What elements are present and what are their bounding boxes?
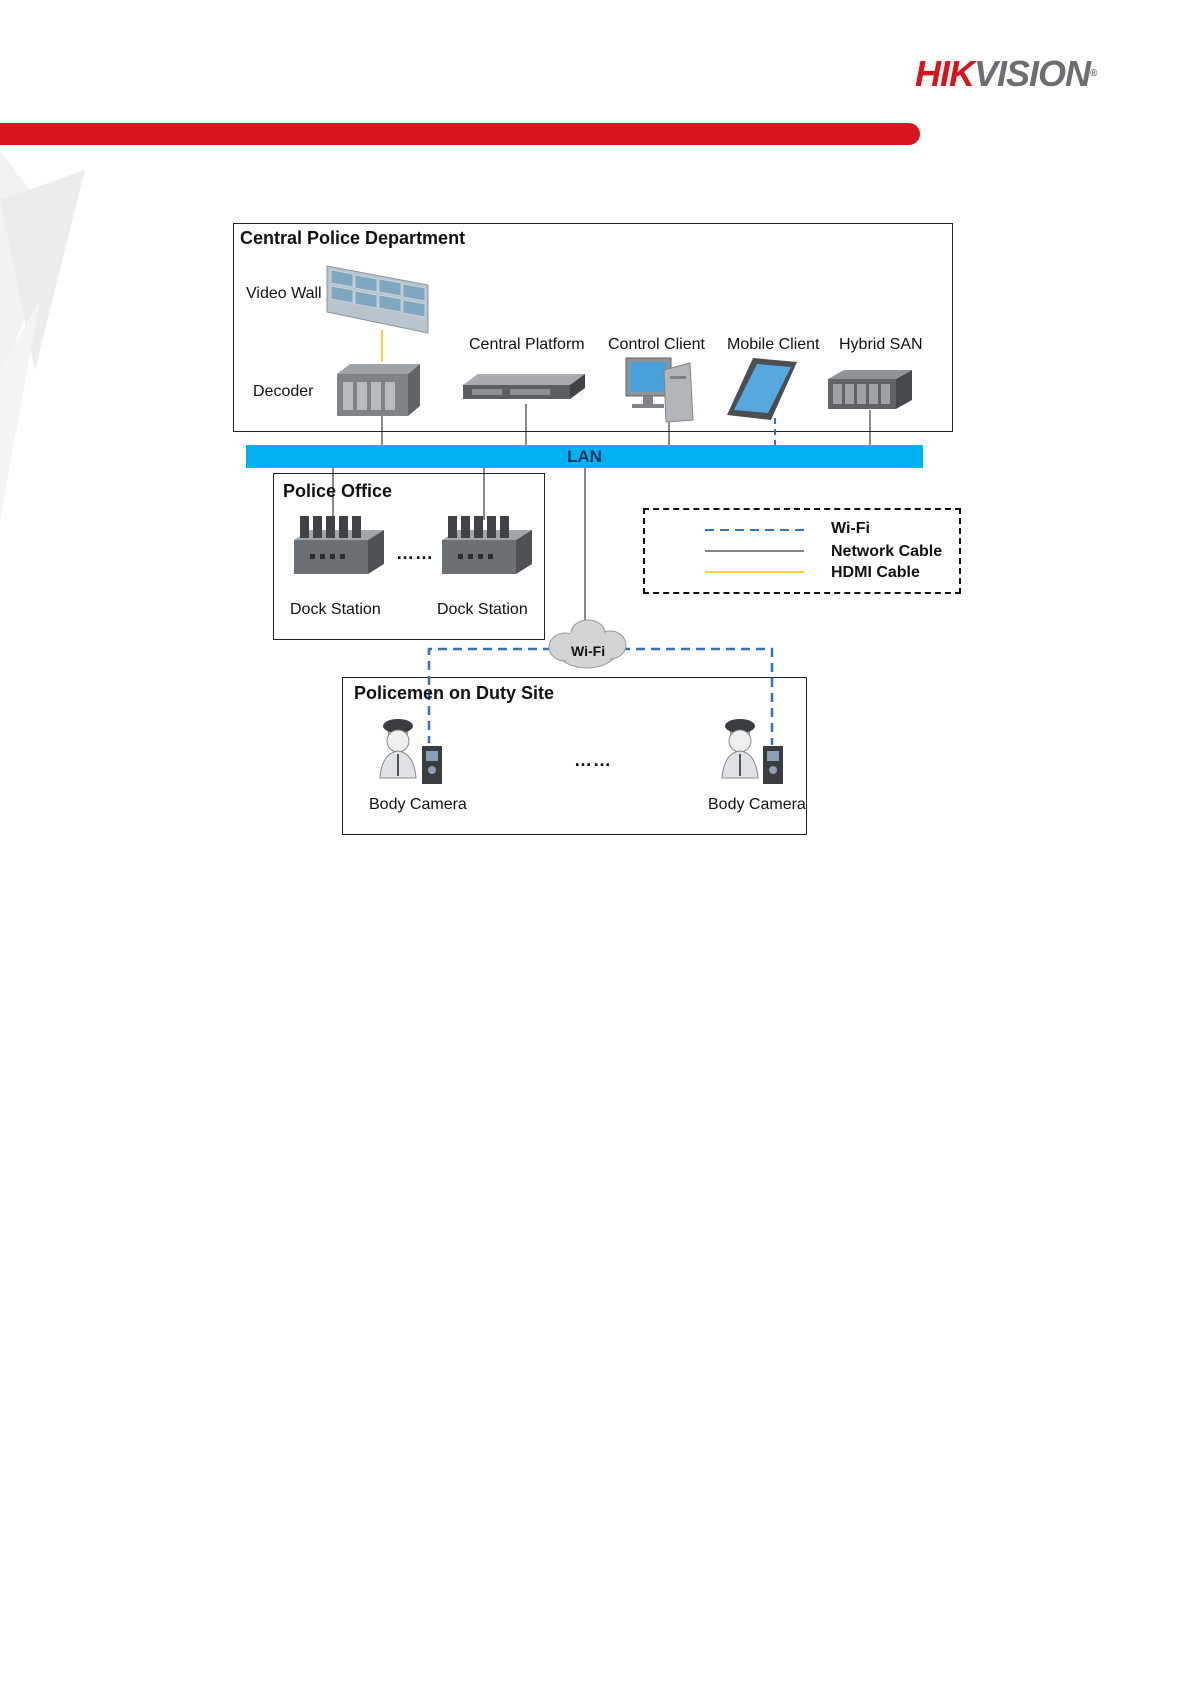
background-decoration bbox=[0, 150, 85, 520]
body-camera-label-1: Body Camera bbox=[369, 796, 467, 813]
logo-registered-mark: ® bbox=[1090, 68, 1097, 79]
wifi-cloud-label: Wi-Fi bbox=[571, 643, 606, 659]
policeman-body-camera-icon bbox=[721, 719, 783, 784]
body-camera-label-2: Body Camera bbox=[708, 796, 806, 813]
dock-station-icon bbox=[294, 516, 384, 574]
dock-station-icon bbox=[442, 516, 532, 574]
video-wall-label: Video Wall bbox=[246, 285, 322, 302]
control-client-icon bbox=[625, 357, 694, 423]
logo-red-text: HIK bbox=[915, 53, 975, 94]
dock-station-label-2: Dock Station bbox=[437, 601, 528, 618]
dock-ellipsis: …… bbox=[396, 543, 434, 563]
header-red-bar bbox=[0, 123, 920, 145]
hybrid-san-label: Hybrid SAN bbox=[839, 336, 923, 353]
legend-box bbox=[643, 508, 961, 594]
video-wall-icon bbox=[326, 265, 429, 334]
logo-gray-text: VISION bbox=[974, 53, 1091, 94]
wifi-link-right bbox=[621, 647, 774, 745]
policeman-body-camera-icon bbox=[379, 719, 442, 784]
duty-site-title: Policemen on Duty Site bbox=[354, 683, 555, 703]
mobile-client-label: Mobile Client bbox=[727, 336, 820, 353]
decoder-label: Decoder bbox=[253, 383, 314, 400]
duty-site-box bbox=[342, 677, 807, 835]
central-platform-label: Central Platform bbox=[469, 336, 585, 353]
camera-ellipsis: …… bbox=[574, 750, 612, 770]
legend-wifi-label: Wi-Fi bbox=[831, 520, 870, 537]
control-client-label: Control Client bbox=[608, 336, 705, 353]
police-office-title: Police Office bbox=[283, 481, 393, 501]
diagram-graphics bbox=[294, 265, 912, 784]
mobile-client-icon bbox=[727, 358, 797, 420]
legend-network-label: Network Cable bbox=[831, 543, 943, 560]
lan-label: LAN bbox=[567, 447, 602, 466]
hikvision-logo: HIKVISION® bbox=[915, 54, 1143, 94]
central-police-title: Central Police Department bbox=[240, 228, 466, 248]
dock-station-label-1: Dock Station bbox=[290, 601, 381, 618]
central-police-box bbox=[233, 223, 953, 432]
lan-bar: LAN bbox=[246, 445, 923, 468]
central-platform-icon bbox=[463, 374, 585, 399]
police-office-box bbox=[273, 473, 545, 640]
decoder-icon bbox=[337, 364, 420, 416]
wifi-link-left bbox=[427, 647, 552, 743]
hybrid-san-icon bbox=[828, 370, 912, 409]
wifi-cloud-icon bbox=[548, 619, 627, 669]
legend-hdmi-label: HDMI Cable bbox=[831, 564, 920, 581]
